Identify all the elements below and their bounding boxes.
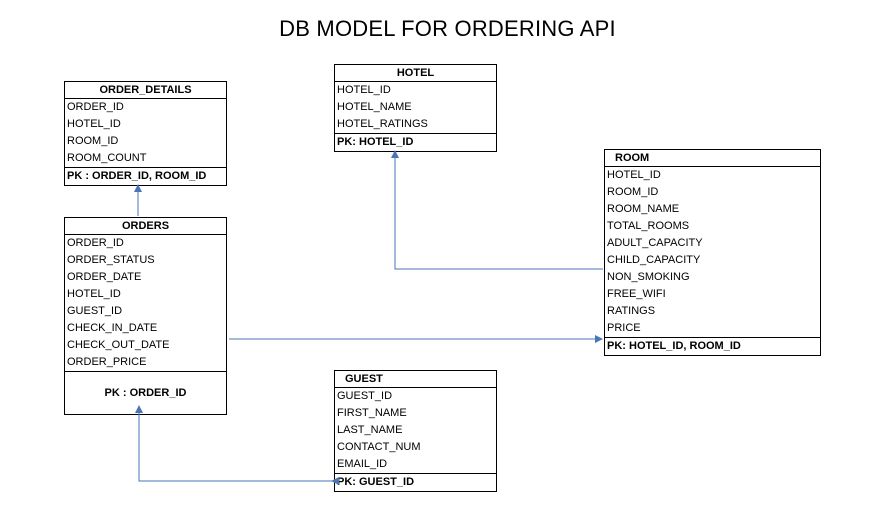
field-email-id: EMAIL_ID <box>337 458 388 470</box>
field-contact-num: CONTACT_NUM <box>337 441 421 453</box>
field-hotel-id: HOTEL_ID <box>337 84 391 96</box>
field-child-capacity: CHILD_CAPACITY <box>607 254 701 266</box>
field-last-name: LAST_NAME <box>337 424 403 436</box>
field-price: PRICE <box>607 322 641 334</box>
field-room-id: ROOM_ID <box>67 135 119 147</box>
field-room-name: ROOM_NAME <box>607 203 680 215</box>
field-hotel-id: HOTEL_ID <box>607 169 661 181</box>
field-order-date: ORDER_DATE <box>67 271 142 283</box>
entity-hotel-name: HOTEL <box>335 65 496 82</box>
connector-guest-to-orders <box>135 405 339 485</box>
field-order-status: ORDER_STATUS <box>67 254 155 266</box>
entity-order-details[interactable]: ORDER_DETAILS ORDER_ID HOTEL_ID ROOM_ID … <box>64 81 227 186</box>
entity-order-details-pk: PK : ORDER_ID, ROOM_ID <box>65 167 226 185</box>
field-hotel-name: HOTEL_NAME <box>337 101 412 113</box>
field-ratings: RATINGS <box>607 305 656 317</box>
field-non-smoking: NON_SMOKING <box>607 271 690 283</box>
entity-room[interactable]: ROOM HOTEL_ID ROOM_ID ROOM_NAME TOTAL_RO… <box>604 149 821 356</box>
entity-orders-name: ORDERS <box>65 218 226 235</box>
entity-hotel[interactable]: HOTEL HOTEL_ID HOTEL_NAME HOTEL_RATINGS … <box>334 64 497 152</box>
field-check-in-date: CHECK_IN_DATE <box>67 322 158 334</box>
field-order-id: ORDER_ID <box>67 101 124 113</box>
field-free-wifi: FREE_WIFI <box>607 288 666 300</box>
field-hotel-id: HOTEL_ID <box>67 288 121 300</box>
field-first-name: FIRST_NAME <box>337 407 407 419</box>
field-room-count: ROOM_COUNT <box>67 152 147 164</box>
field-hotel-ratings: HOTEL_RATINGS <box>337 118 428 130</box>
entity-guest-pk: PK: GUEST_ID <box>335 473 496 491</box>
entity-order-details-name: ORDER_DETAILS <box>65 82 226 99</box>
connector-room-to-hotel <box>391 150 603 270</box>
entity-guest-name: GUEST <box>335 371 496 388</box>
entity-guest[interactable]: GUEST GUEST_ID FIRST_NAME LAST_NAME CONT… <box>334 370 497 492</box>
entity-room-pk: PK: HOTEL_ID, ROOM_ID <box>605 337 820 355</box>
field-adult-capacity: ADULT_CAPACITY <box>607 237 703 249</box>
field-order-price: ORDER_PRICE <box>67 356 147 368</box>
field-guest-id: GUEST_ID <box>337 390 393 402</box>
entity-room-name: ROOM <box>605 150 820 167</box>
field-guest-id: GUEST_ID <box>67 305 123 317</box>
field-room-id: ROOM_ID <box>607 186 659 198</box>
entity-hotel-pk: PK: HOTEL_ID <box>335 133 496 151</box>
field-hotel-id: HOTEL_ID <box>67 118 121 130</box>
entity-orders-pk: PK : ORDER_ID <box>65 371 226 414</box>
diagram-title: DB MODEL FOR ORDERING API <box>279 16 616 41</box>
field-order-id: ORDER_ID <box>67 237 124 249</box>
field-total-rooms: TOTAL_ROOMS <box>607 220 690 232</box>
field-check-out-date: CHECK_OUT_DATE <box>67 339 170 351</box>
